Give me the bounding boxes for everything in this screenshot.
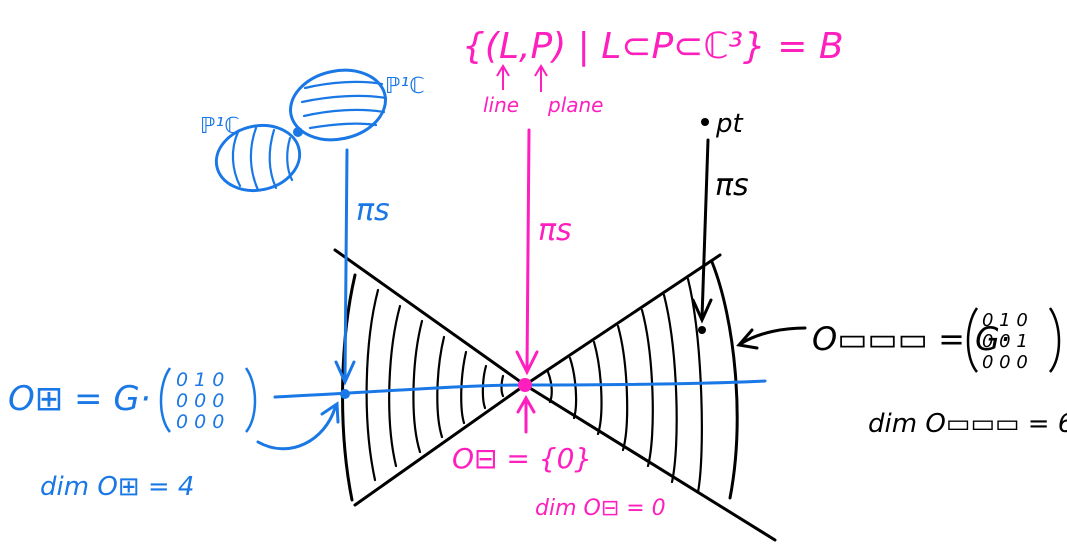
cone-edge-left-bottom [353,383,527,507]
p1c-right-label: ℙ¹ℂ [385,74,425,99]
black-matrix: 0 1 0 0 0 1 0 0 0 [966,307,1061,373]
cone-hatching-right [546,277,703,494]
plane-label: plane [547,93,604,117]
blue-matrix-row-3: 0 0 0 [176,411,224,433]
blue-matrix: 0 1 0 0 0 0 0 0 0 [159,367,257,433]
apex-point [518,378,532,392]
nilpotent-cone [333,248,777,542]
cone-edge-right-bottom [523,383,777,542]
cone-edge-right-top [523,253,722,387]
black-orbit-dim: dim O▭▭▭ = 6 [868,409,1067,439]
cone-left-rim [341,273,357,502]
sphere-right [289,68,387,142]
sphere-left [214,124,302,192]
blue-pi-arrow [334,148,356,386]
blue-orbit-dim: dim O⊞ = 4 [40,472,194,502]
blue-matrix-row-2: 0 0 0 [176,390,224,412]
magenta-pi-label: πs [538,213,572,248]
set-definition: {(L,P) | L⊂P⊂ℂ³} = B [462,26,844,67]
black-orbit-lhs: O▭▭▭ = G· [812,320,1010,358]
magenta-orbit-eq: O⊟ = {0} [452,442,592,475]
blue-pi-label: πs [356,193,390,228]
magenta-pi-arrow [515,128,539,376]
line-label: line [483,93,519,117]
magenta-orbit-dim: dim O⊟ = 0 [535,496,666,521]
cone-right-rim [710,260,739,500]
black-orbit-point [698,326,706,334]
black-matrix-row-2: 0 0 1 [982,331,1028,352]
black-pi-label: πs [715,168,749,203]
blue-curved-arrow [256,401,340,451]
black-matrix-row-1: 0 1 0 [982,310,1028,331]
magenta-up-arrow [516,394,536,434]
black-matrix-row-3: 0 0 0 [982,352,1028,373]
line-plane-arrows [496,64,548,92]
spheres-node [293,127,303,137]
p1c-left-label: ℙ¹ℂ [200,114,240,139]
blue-fiber-spheres [214,68,388,192]
blue-orbit-point [340,389,350,399]
cone-edge-left-top [333,248,527,387]
pt-label: pt [715,109,744,139]
pt-point [701,118,709,126]
blue-matrix-row-1: 0 1 0 [176,369,224,391]
black-curved-arrow [736,326,807,350]
blue-orbit-lhs: O⊞ = G· [8,379,151,419]
black-pi-arrow [691,138,713,324]
